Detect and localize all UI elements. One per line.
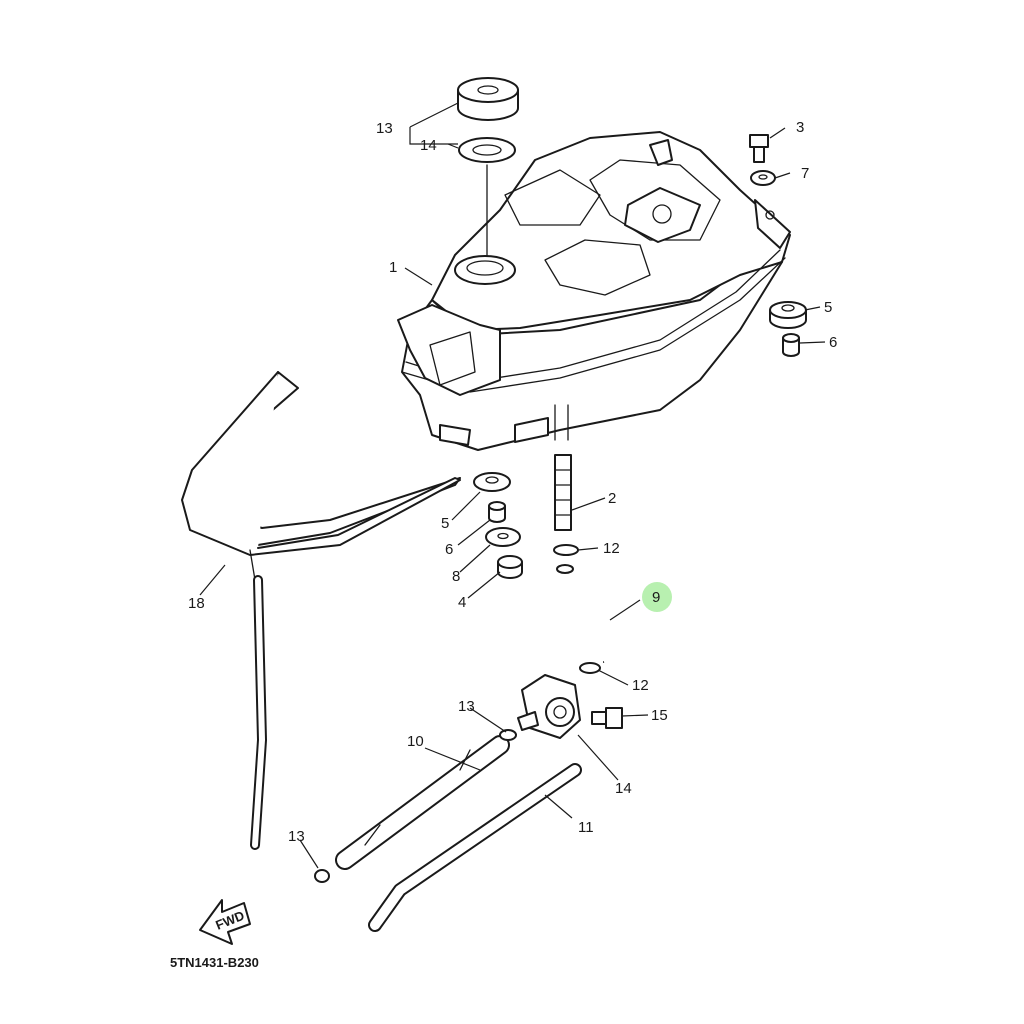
callout-16: 13 (376, 120, 393, 137)
callout-2: 2 (608, 490, 616, 507)
bolt-3[interactable] (749, 134, 769, 163)
callout-9: 9 (652, 589, 660, 606)
fuel-tank[interactable] (397, 131, 791, 451)
bolt-4[interactable] (497, 555, 523, 579)
callout-13-upper: 13 (458, 698, 475, 715)
hose-clip-13-upper[interactable] (499, 729, 517, 741)
fuel-hose-10[interactable] (335, 735, 510, 870)
damper-5-right[interactable] (769, 301, 807, 329)
washer-8[interactable] (485, 527, 521, 547)
forward-arrow-icon: FWD (199, 899, 251, 945)
callout-15: 15 (651, 707, 668, 724)
callout-14: 14 (615, 780, 632, 797)
callout-3: 3 (796, 119, 804, 136)
tank-cover[interactable] (181, 371, 461, 850)
callout-12-upper: 12 (603, 540, 620, 557)
callout-5-right: 5 (824, 299, 832, 316)
cap-gasket[interactable] (458, 137, 516, 163)
callout-17: 14 (420, 137, 437, 154)
callout-8: 8 (452, 568, 460, 585)
fuel-hose-9[interactable] (552, 564, 616, 667)
hose-clip-lower[interactable] (579, 662, 601, 674)
callout-18: 18 (188, 595, 205, 612)
collar-6-right[interactable] (782, 333, 800, 357)
callout-13-lower: 13 (288, 828, 305, 845)
callout-11: 11 (578, 819, 594, 836)
fuel-filter[interactable] (554, 454, 572, 531)
callout-labels: 13 14 3 7 1 5 6 2 12 9 12 13 15 10 14 11… (188, 119, 837, 845)
callout-10: 10 (407, 733, 424, 750)
collar-6-left[interactable] (488, 501, 506, 523)
leader-lines (199, 102, 826, 869)
callout-6-left: 6 (445, 541, 453, 558)
callout-5-left: 5 (441, 515, 449, 532)
drawing-code: 5TN1431-B230 (170, 955, 259, 970)
fuel-cock[interactable] (517, 674, 581, 739)
callout-7: 7 (801, 165, 809, 182)
callout-1: 1 (389, 259, 397, 276)
vacuum-hose-11[interactable] (368, 763, 582, 932)
hose-clip-13-lower[interactable] (314, 869, 330, 883)
screw-15[interactable] (591, 707, 623, 729)
callout-4: 4 (458, 594, 466, 611)
callout-6-right: 6 (829, 334, 837, 351)
fuel-cap[interactable] (457, 77, 519, 121)
damper-5-left[interactable] (473, 472, 511, 492)
callout-12-lower: 12 (632, 677, 649, 694)
washer-7[interactable] (750, 170, 776, 186)
hose-clip-upper[interactable] (553, 544, 579, 556)
callout-9-highlight (642, 582, 672, 612)
